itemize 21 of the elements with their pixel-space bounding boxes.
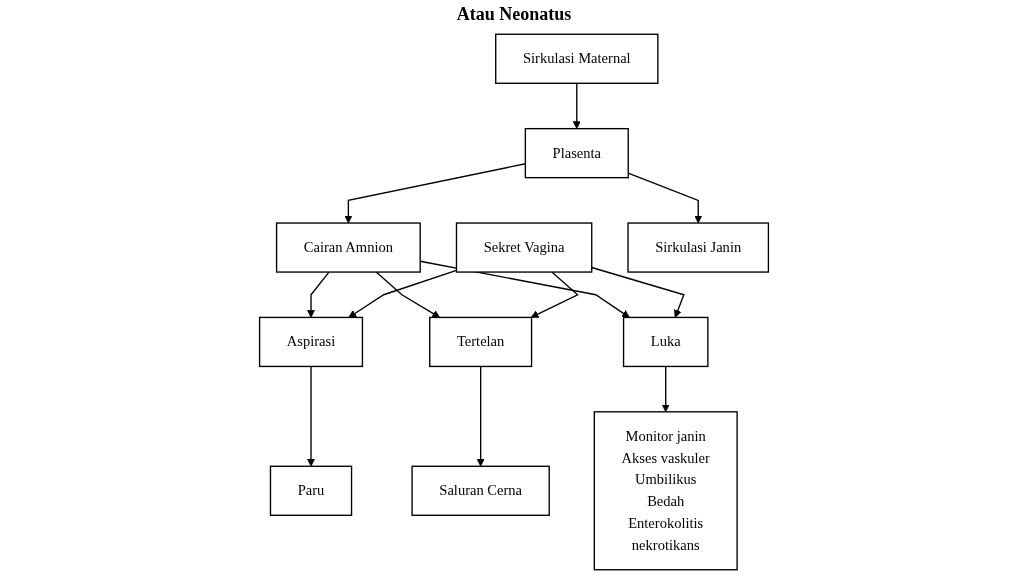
node-box: Paru	[269, 465, 353, 516]
arrow	[572, 82, 581, 129]
arrow	[307, 365, 315, 467]
arrow	[307, 271, 330, 318]
node-box: Aspirasi	[258, 316, 364, 368]
node-box: Cairan Amnion	[275, 222, 421, 273]
arrow	[348, 269, 458, 318]
arrow	[530, 271, 579, 318]
arrow	[591, 266, 685, 318]
node-box: Monitor janin Akses vaskuler Umbilikus Bedah Enterokolitis nekrotikans	[593, 411, 738, 571]
arrow	[476, 365, 485, 467]
node-box: Sekret Vagina	[455, 222, 593, 273]
arrow	[375, 271, 441, 318]
node-box: Sirkulasi Maternal	[495, 33, 659, 84]
node-box: Saluran Cerna	[411, 465, 550, 516]
node-box: Luka	[622, 316, 709, 368]
node-box: Tertelan	[429, 316, 533, 368]
arrow	[661, 365, 670, 413]
diagram-title: Atau Neonatus	[455, 4, 573, 25]
node-box: Plasenta	[524, 127, 629, 179]
node-box: Sirkulasi Janin	[627, 222, 770, 273]
